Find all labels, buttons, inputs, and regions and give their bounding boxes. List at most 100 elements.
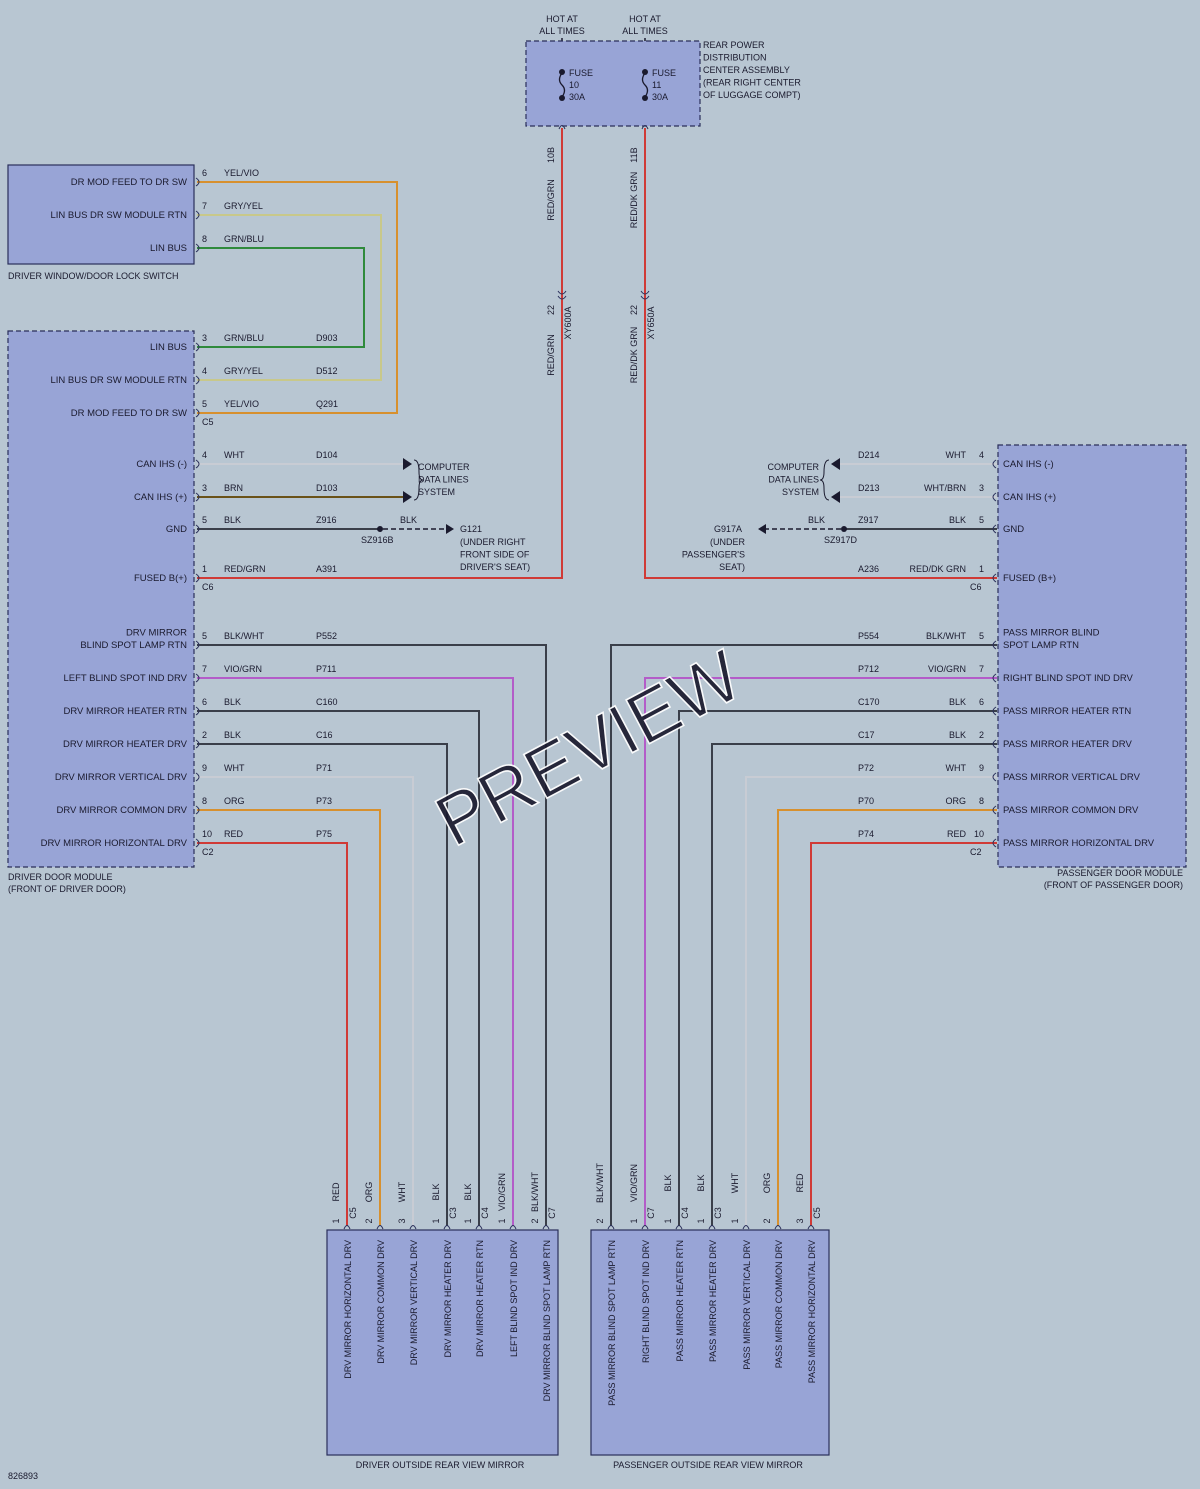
pmirror-pin-number: 2 xyxy=(595,1218,605,1223)
pdm-wire-color: RED/DK GRN xyxy=(909,564,966,574)
pdm-circuit-id: C17 xyxy=(858,730,875,740)
pmirror-pin-number: 2 xyxy=(762,1218,772,1223)
dmirror-pin-number: 1 xyxy=(431,1218,441,1223)
ddm-pin-number: 10 xyxy=(202,829,212,839)
dmirror-pin-name: DRV MIRROR COMMON DRV xyxy=(376,1240,386,1364)
pdm-circuit-id: Z917 xyxy=(858,515,879,525)
pmirror-pin-number: 1 xyxy=(696,1218,706,1223)
ddm-wire-color: WHT xyxy=(224,763,245,773)
pmirror-wire-color: RED xyxy=(795,1173,805,1193)
pdm-pin xyxy=(992,706,997,716)
dmirror-wire-color: RED xyxy=(331,1182,341,1202)
switch-pin xyxy=(195,177,200,187)
feed-wire-pdm xyxy=(644,128,997,579)
ddm-circuit-id: C160 xyxy=(316,697,338,707)
pdm-pin xyxy=(992,524,997,534)
pdm-pin-name: RIGHT BLIND SPOT IND DRV xyxy=(1003,673,1134,684)
pdm-mirror-wire xyxy=(678,710,997,1226)
dmirror-connector-label: C5 xyxy=(348,1207,358,1219)
pmirror-pin-number: 1 xyxy=(730,1218,740,1223)
pdm-circuit-id: P74 xyxy=(858,829,874,839)
hot-at-label: HOT AT xyxy=(629,14,661,24)
pmirror-wire-color: BLK/WHT xyxy=(595,1163,605,1204)
ddm-pin xyxy=(195,673,200,683)
ddm-pin-number: 3 xyxy=(202,483,207,493)
pdm-pin-name: PASS MIRROR HORIZONTAL DRV xyxy=(1003,838,1155,849)
pdm-pin-name: PASS MIRROR COMMON DRV xyxy=(1003,805,1139,816)
pdm-pin-number: 6 xyxy=(979,697,984,707)
switch-pin xyxy=(195,243,200,253)
pmirror-pin-name: PASS MIRROR HEATER RTN xyxy=(675,1240,685,1362)
pmirror-pin xyxy=(807,1225,815,1230)
dmirror-pin-number: 2 xyxy=(530,1218,540,1223)
pdm-wire-color: ORG xyxy=(945,796,966,806)
inline-connector xyxy=(640,295,650,300)
ddm-pin xyxy=(195,375,200,385)
dmirror-wire-color: VIO/GRN xyxy=(497,1173,507,1211)
dmirror-wire-color: BLK xyxy=(463,1183,473,1200)
switch-title: DRIVER WINDOW/DOOR LOCK SWITCH xyxy=(8,271,179,281)
hot-at-label: HOT AT xyxy=(546,14,578,24)
pmirror-pin xyxy=(607,1225,615,1230)
fuse-terminal xyxy=(559,69,565,75)
driver-door-module-box xyxy=(7,330,195,868)
fuse-rating: 30A xyxy=(569,92,585,102)
pmirror-wire-color: BLK xyxy=(696,1174,706,1191)
pdm-mirror-wire xyxy=(610,644,997,1226)
ddm-wire-color: YEL/VIO xyxy=(224,399,259,409)
pmirror-wire-color: ORG xyxy=(762,1173,772,1194)
dmirror-pin-number: 1 xyxy=(331,1218,341,1223)
fuse-terminal xyxy=(642,95,648,101)
ddm-mirror-wire xyxy=(197,710,480,1226)
wires-layer xyxy=(197,38,997,1226)
dmirror-pin xyxy=(475,1225,483,1230)
pdm-pin-name: PASS MIRROR HEATER DRV xyxy=(1003,739,1132,750)
dmirror-pin xyxy=(409,1225,417,1230)
pdm-title: PASSENGER DOOR MODULE xyxy=(1057,868,1183,878)
dmirror-pin-name: LEFT BLIND SPOT IND DRV xyxy=(509,1240,519,1357)
pdm-title: (FRONT OF PASSENGER DOOR) xyxy=(1044,880,1183,890)
fuse-label: FUSE xyxy=(569,68,593,78)
ground-splice-label-left: SZ916B xyxy=(361,535,394,545)
pdm-pin-name: PASS MIRROR HEATER RTN xyxy=(1003,706,1131,717)
rpdc-title: OF LUGGAGE COMPT) xyxy=(703,90,801,100)
pdm-pin-number: 4 xyxy=(979,450,984,460)
pmirror-title: PASSENGER OUTSIDE REAR VIEW MIRROR xyxy=(613,1460,803,1470)
rpdc-box xyxy=(525,40,701,127)
dmirror-pin-name: DRV MIRROR VERTICAL DRV xyxy=(409,1240,419,1365)
dmirror-pin xyxy=(343,1225,351,1230)
pdm-pin-number: 2 xyxy=(979,730,984,740)
ddm-pin xyxy=(195,573,200,583)
ddm-pin-name: DRV MIRROR VERTICAL DRV xyxy=(55,772,188,783)
fuse-cavity-label: 11B xyxy=(629,147,639,162)
ddm-pin-name: CAN IHS (-) xyxy=(136,459,187,470)
ddm-pin-number: 7 xyxy=(202,664,207,674)
dmirror-pin-number: 1 xyxy=(497,1218,507,1223)
switch-wire-color: GRY/YEL xyxy=(224,201,263,211)
fuse-label: FUSE xyxy=(652,68,676,78)
ddm-pin-name: LIN BUS DR SW MODULE RTN xyxy=(50,375,187,386)
ddm-mirror-wire xyxy=(197,644,547,1226)
pdm-pin xyxy=(992,805,997,815)
pdm-pin-name: PASS MIRROR BLIND xyxy=(1003,628,1100,639)
pdm-pin-number: 5 xyxy=(979,515,984,525)
pdm-mirror-wire xyxy=(711,743,997,1226)
inline-connector xyxy=(557,290,567,295)
ddm-wire-color: BLK/WHT xyxy=(224,631,265,641)
cds-arrow xyxy=(831,491,840,503)
ddm-connector-label: C5 xyxy=(202,417,214,427)
ddm-pin xyxy=(195,342,200,352)
pdm-pin-number: 5 xyxy=(979,631,984,641)
ddm-pin-name: LIN BUS xyxy=(150,342,187,353)
pdm-pin-name: CAN IHS (-) xyxy=(1003,459,1054,470)
wire-yel-vio xyxy=(197,181,398,414)
pmirror-pin-name: PASS MIRROR HORIZONTAL DRV xyxy=(807,1240,817,1383)
ddm-pin-name: LEFT BLIND SPOT IND DRV xyxy=(63,673,187,684)
inline-connector xyxy=(640,290,650,295)
hot-at-label: ALL TIMES xyxy=(622,26,668,36)
ddm-pin-number: 4 xyxy=(202,366,207,376)
ground-wire-color-left: BLK xyxy=(400,515,417,525)
dmirror-pin xyxy=(509,1225,517,1230)
pdm-pin-number: 7 xyxy=(979,664,984,674)
